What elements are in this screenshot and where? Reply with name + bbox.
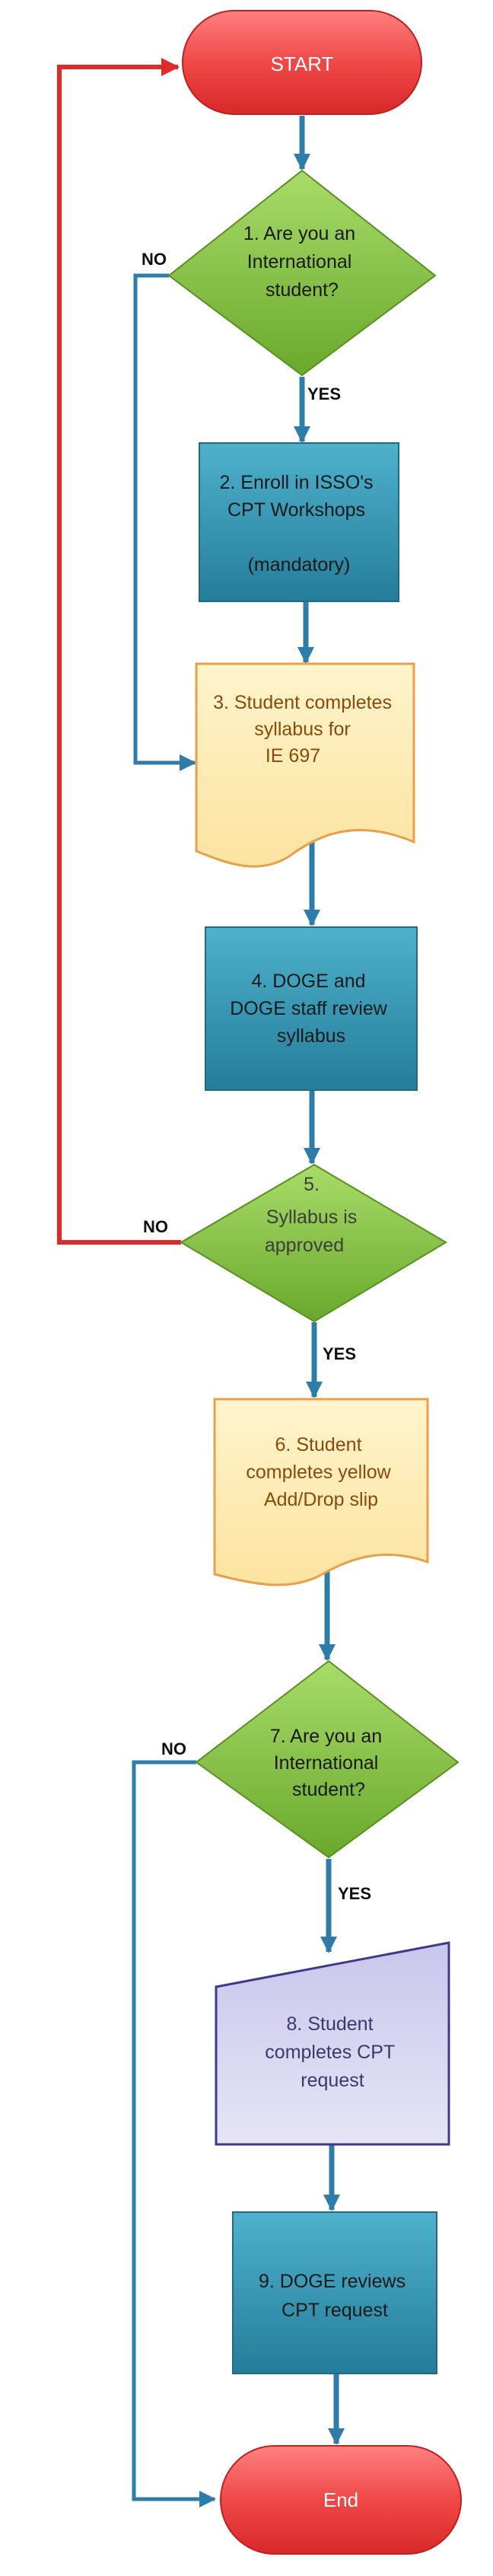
decision-1-text: 1. Are you an International student?	[243, 223, 361, 301]
process-4-text: 4. DOGE and DOGE staff review syllabus	[230, 971, 393, 1047]
decision-5-line-1: 5.	[304, 1174, 320, 1195]
q7-no-label: NO	[161, 1739, 186, 1758]
decision-international-student-1: 1. Are you an International student?	[167, 169, 437, 377]
arrow-q5-no-to-start	[57, 58, 181, 1245]
process-4-line-2: DOGE staff review	[230, 998, 387, 1019]
document-6-text: 6. Student completes yellow Add/Drop sli…	[246, 1434, 396, 1510]
q7-yes-label: YES	[338, 1884, 371, 1903]
manual-input-cpt-request: 8. Student completes CPT request	[215, 1941, 450, 2146]
process-enroll-cpt-workshops: 2. Enroll in ISSO's CPT Workshops (manda…	[199, 442, 399, 602]
manual-input-8-text: 8. Student completes CPT request	[265, 2013, 399, 2091]
end-terminal: End	[220, 2445, 462, 2555]
start-terminal: START	[182, 10, 422, 115]
decision-1-line-3: student?	[266, 279, 339, 301]
q5-no-label: NO	[143, 1217, 168, 1236]
process-2-line-1: 2. Enroll in ISSO's	[219, 472, 373, 493]
process-2-text: 2. Enroll in ISSO's CPT Workshops (manda…	[219, 472, 378, 575]
document-6-line-1: 6. Student	[275, 1434, 362, 1455]
decision-syllabus-approved: 5. Syllabus is approved	[180, 1163, 447, 1323]
document-student-completes-syllabus: 3. Student completes syllabus for IE 697	[195, 662, 415, 868]
decision-7-line-3: student?	[292, 1779, 365, 1800]
decision-7-line-2: International	[274, 1752, 379, 1774]
process-9-text: 9. DOGE reviews CPT request	[259, 2271, 411, 2321]
decision-5-line-3: approved	[265, 1235, 344, 1256]
process-4-line-1: 4. DOGE and	[251, 971, 365, 992]
document-6-line-2: completes yellow	[246, 1462, 391, 1483]
manual-input-8-line-1: 8. Student	[287, 2013, 374, 2035]
decision-5-line-2: Syllabus is	[266, 1207, 358, 1228]
decision-1-line-1: 1. Are you an	[243, 223, 355, 244]
document-3-line-1: 3. Student completes	[213, 692, 392, 713]
decision-7-line-1: 7. Are you an	[270, 1726, 382, 1747]
document-3-line-3: IE 697	[266, 745, 320, 767]
manual-input-8-line-3: request	[301, 2070, 364, 2091]
process-9-line-1: 9. DOGE reviews	[259, 2271, 406, 2292]
document-3-line-2: syllabus for	[254, 719, 350, 740]
start-label: START	[271, 53, 334, 75]
process-4-line-3: syllabus	[277, 1025, 345, 1047]
decision-5-text: 5. Syllabus is approved	[265, 1174, 362, 1256]
process-2-line-2: CPT Workshops	[227, 499, 365, 521]
q1-no-label: NO	[142, 250, 167, 269]
process-doge-staff-review: 4. DOGE and DOGE staff review syllabus	[205, 926, 418, 1091]
process-9-line-2: CPT request	[281, 2300, 388, 2321]
q5-yes-label: YES	[323, 1344, 356, 1363]
manual-input-8-line-2: completes CPT	[265, 2042, 395, 2063]
decision-7-text: 7. Are you an International student?	[270, 1726, 387, 1800]
decision-1-line-2: International	[247, 251, 352, 273]
process-doge-reviews-cpt: 9. DOGE reviews CPT request	[232, 2211, 437, 2374]
arrow-q1-no-to-n3	[133, 273, 196, 771]
document-3-text: 3. Student completes syllabus for IE 697	[213, 692, 397, 767]
document-add-drop-slip: 6. Student completes yellow Add/Drop sli…	[213, 1398, 429, 1586]
decision-international-student-7: 7. Are you an International student?	[195, 1659, 460, 1859]
q1-yes-label: YES	[307, 384, 341, 403]
document-6-line-3: Add/Drop slip	[264, 1489, 378, 1510]
process-2-line-4: (mandatory)	[248, 554, 351, 575]
end-label: End	[323, 2488, 358, 2511]
arrow-q7-no-to-end	[132, 1760, 216, 2507]
